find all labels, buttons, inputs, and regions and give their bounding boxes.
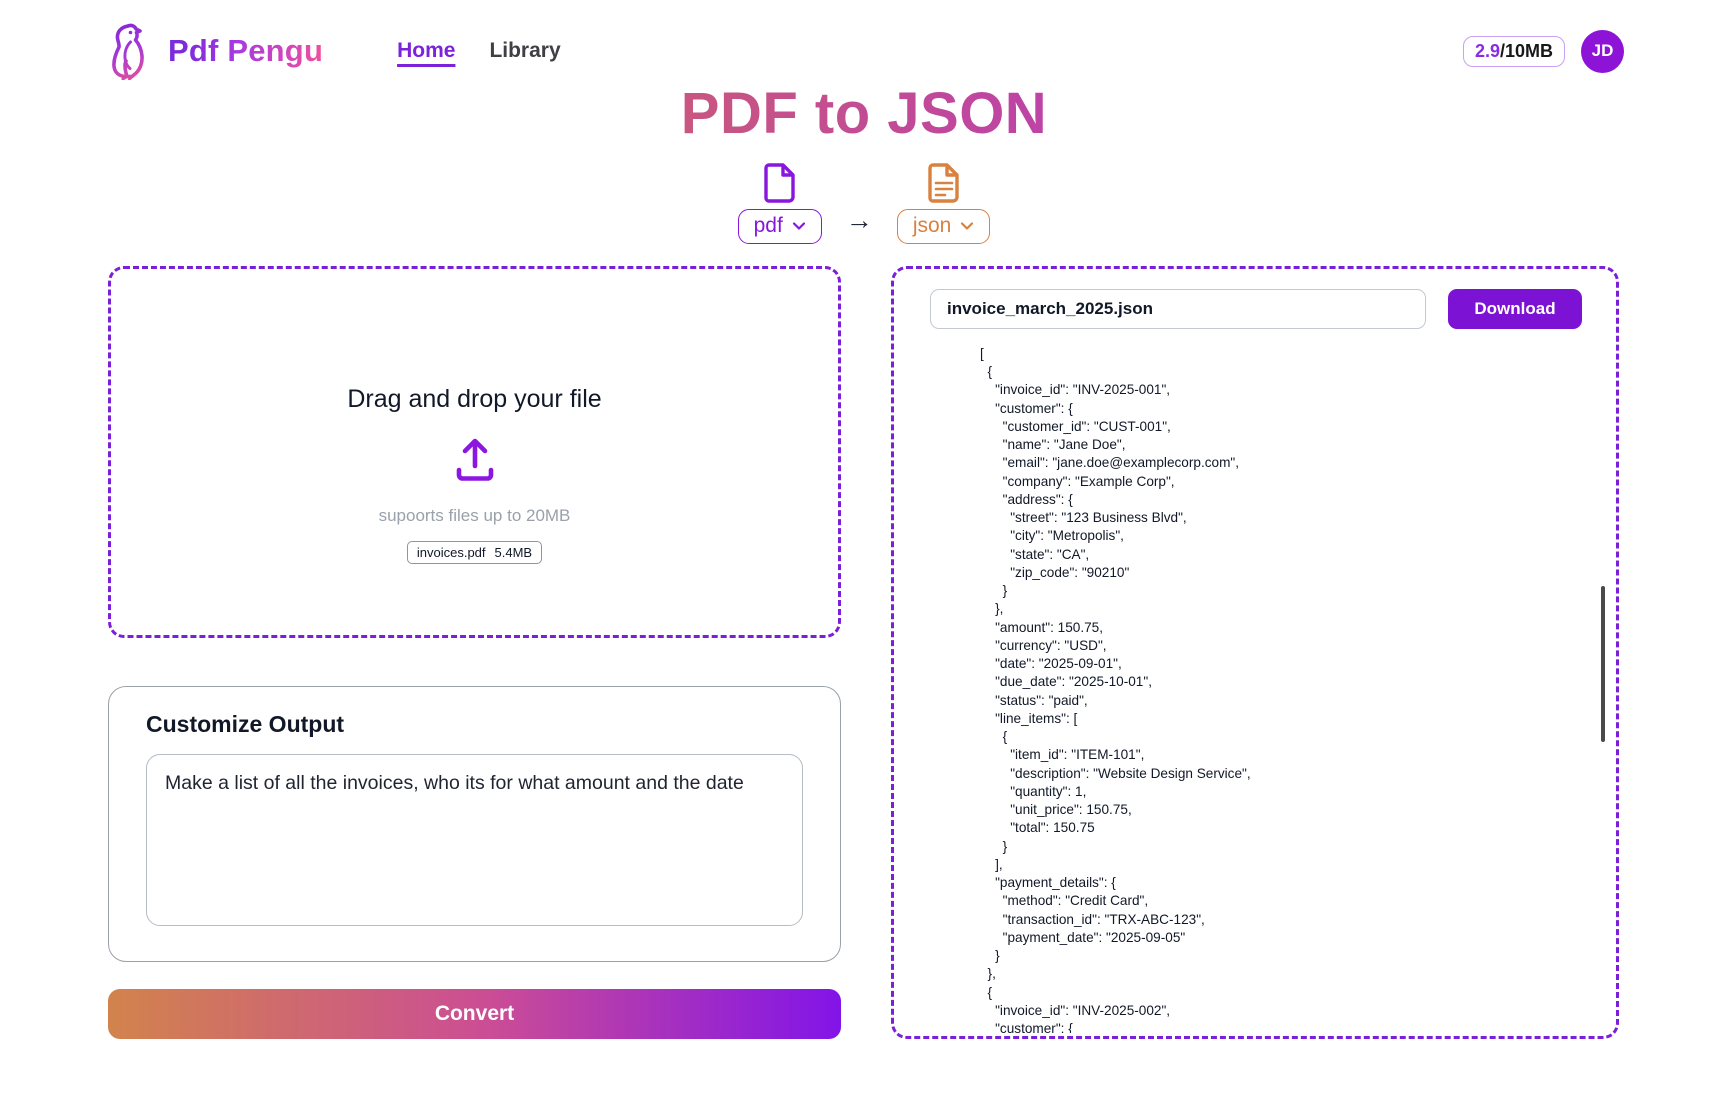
output-filename-input[interactable]	[930, 288, 1426, 329]
customize-output-card: Customize Output Make a list of all the …	[108, 685, 841, 962]
uploaded-file-size: 5.4MB	[494, 545, 533, 561]
download-button[interactable]: Download	[1448, 288, 1582, 329]
main-nav: Home Library	[397, 39, 561, 63]
json-file-icon	[925, 162, 963, 204]
source-format-value: pdf	[753, 213, 783, 237]
target-format-dropdown[interactable]: json	[896, 208, 991, 244]
file-dropzone[interactable]: Drag and drop your file supoorts files u…	[108, 265, 841, 638]
brand-logo[interactable]: Pdf Pengu	[106, 22, 323, 80]
dropzone-note: supoorts files up to 20MB	[378, 506, 571, 526]
storage-usage-badge: 2.9/10MB	[1462, 35, 1565, 67]
source-format-dropdown[interactable]: pdf	[737, 208, 822, 244]
header-right: 2.9/10MB JD	[1462, 29, 1624, 73]
main-content: Drag and drop your file supoorts files u…	[108, 265, 1728, 1039]
header-left: Pdf Pengu Home Library	[106, 22, 561, 80]
target-format-group: json	[896, 162, 991, 244]
usage-used: 2.9	[1474, 40, 1500, 61]
penguin-logo-icon	[106, 22, 158, 80]
nav-library-link[interactable]: Library	[489, 39, 561, 62]
customize-prompt-textarea[interactable]: Make a list of all the invoices, who its…	[146, 753, 803, 926]
arrow-right-icon: →	[845, 204, 873, 235]
uploaded-file-name: invoices.pdf	[416, 545, 486, 561]
target-format-value: json	[912, 213, 952, 237]
source-format-group: pdf	[737, 162, 822, 244]
chevron-down-icon	[960, 221, 974, 231]
pdf-file-icon	[761, 162, 799, 204]
page-title: PDF to JSON	[0, 82, 1728, 146]
nav-home-link[interactable]: Home	[397, 39, 456, 62]
output-topbar: Download	[930, 288, 1582, 329]
uploaded-file-chip[interactable]: invoices.pdf 5.4MB	[406, 541, 543, 565]
json-output: [ { "invoice_id": "INV-2025-001", "custo…	[980, 345, 1251, 1033]
chevron-down-icon	[792, 221, 806, 231]
brand-name: Pdf Pengu	[168, 33, 324, 68]
format-selector-row: pdf → json	[0, 162, 1728, 244]
customize-output-heading: Customize Output	[146, 710, 345, 737]
output-panel: Download [ { "invoice_id": "INV-2025-001…	[891, 265, 1619, 1039]
dropzone-headline: Drag and drop your file	[347, 385, 602, 414]
usage-total: /10MB	[1499, 40, 1553, 61]
output-scrollbar[interactable]	[1601, 585, 1605, 742]
avatar[interactable]: JD	[1581, 29, 1624, 73]
convert-button[interactable]: Convert	[108, 988, 841, 1039]
upload-icon	[451, 436, 499, 482]
header: Pdf Pengu Home Library 2.9/10MB JD	[0, 0, 1728, 82]
left-column: Drag and drop your file supoorts files u…	[108, 265, 841, 1039]
